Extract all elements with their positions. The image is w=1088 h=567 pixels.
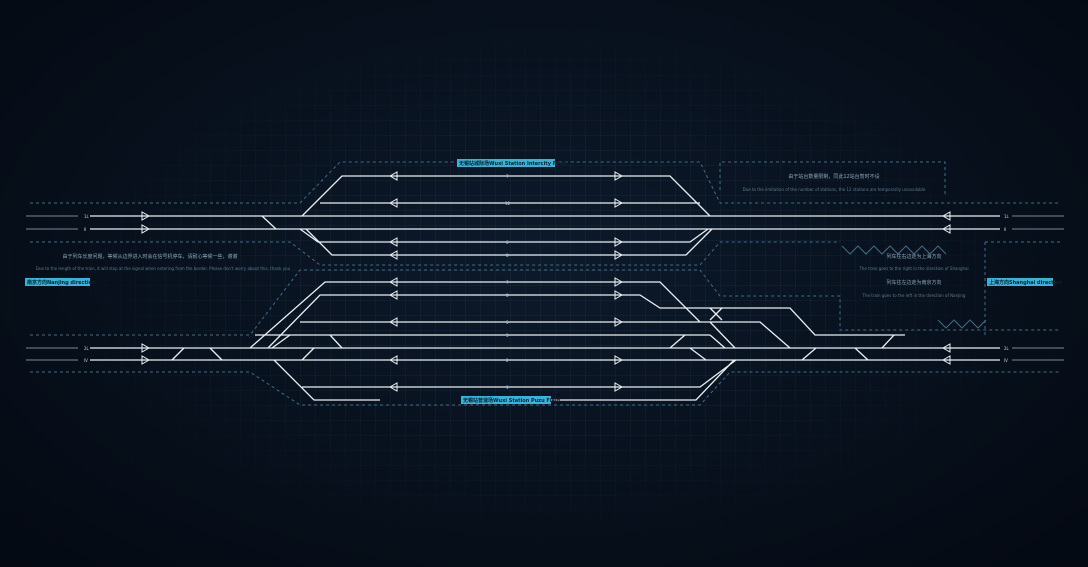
signals: [141, 171, 951, 392]
svg-text:The train goes to the right in: The train goes to the right in the direc…: [858, 266, 968, 271]
end-label-right: 2L: [1004, 346, 1010, 351]
track-number: 8: [506, 293, 509, 298]
svg-text:无锡站普速场Wuxi Station Puzu Field: 无锡站普速场Wuxi Station Puzu Field: [462, 397, 561, 404]
track-number: 7: [506, 280, 509, 285]
track-number: 8: [506, 253, 509, 258]
svg-text:上海方向Shanghai direction: 上海方向Shanghai direction: [989, 279, 1063, 286]
note-right-shanghai: 列车往右边走为上海方向 The train goes to the right …: [858, 253, 968, 271]
nanjing-direction-label: 南京方向Nanjing direction: [25, 278, 96, 286]
track-number: 12: [505, 201, 511, 206]
svg-text:由于站台数量限制，同此12站台暂时不设: 由于站台数量限制，同此12站台暂时不设: [788, 173, 879, 180]
zone-boundaries: [30, 161, 1060, 406]
track-number: 6: [506, 240, 509, 245]
svg-text:南京方向Nanjing direction: 南京方向Nanjing direction: [27, 279, 96, 286]
svg-text:列车往右边走为上海方向: 列车往右边走为上海方向: [886, 253, 941, 260]
zigzag-decoration: [841, 245, 987, 329]
end-label-right: II: [1004, 227, 1006, 232]
track-number: 7: [506, 174, 509, 179]
end-label-left: IV: [84, 358, 88, 363]
end-label-right: IV: [1004, 358, 1008, 363]
track-number: 5: [506, 320, 509, 325]
svg-text:由于列车长度问题，等候从边界进入时会在信号机停车，请耐心等候: 由于列车长度问题，等候从边界进入时会在信号机停车，请耐心等候一些，谢谢: [62, 253, 237, 260]
svg-text:列车往左边走为南京方向: 列车往左边走为南京方向: [886, 279, 941, 286]
lower-station-tracks: [171, 281, 905, 401]
end-labels: 1L II 2L IV 1L II 2L IV: [26, 214, 1064, 363]
yard-label-top: 无锡站城际场Wuxi Station Intercity Field: [457, 159, 567, 167]
track-number: 1: [506, 385, 509, 390]
end-label-left: 1L: [84, 214, 90, 219]
note-left: 由于列车长度问题，等候从边界进入时会在信号机停车，请耐心等候一些，谢谢 Due …: [36, 253, 291, 271]
track-numbers: 7 12 6 8 7 8 5 3 2 1: [505, 174, 511, 390]
track-number: 3: [506, 333, 509, 338]
yard-label-bottom: 无锡站普速场Wuxi Station Puzu Field: [461, 396, 561, 404]
end-label-left: 2L: [84, 346, 90, 351]
end-label-right: 1L: [1004, 214, 1010, 219]
svg-text:Due to the limitation of the n: Due to the limitation of the number of s…: [743, 187, 926, 192]
note-top-right: 由于站台数量限制，同此12站台暂时不设 Due to the limitatio…: [743, 173, 926, 192]
upper-station-tracks: [261, 175, 713, 256]
note-right-nanjing: 列车往左边走为南京方向 The train goes to the left i…: [862, 279, 966, 298]
main-tracks: [90, 215, 1000, 361]
shanghai-direction-label: 上海方向Shanghai direction: [987, 278, 1063, 286]
end-label-left: II: [84, 227, 86, 232]
svg-text:Due to the length of the train: Due to the length of the train, it will …: [36, 266, 291, 271]
svg-text:无锡站城际场Wuxi Station Intercity F: 无锡站城际场Wuxi Station Intercity Field: [458, 160, 567, 167]
svg-text:The train goes to the left in: The train goes to the left in the direct…: [862, 293, 966, 298]
track-number: 2: [506, 358, 509, 363]
